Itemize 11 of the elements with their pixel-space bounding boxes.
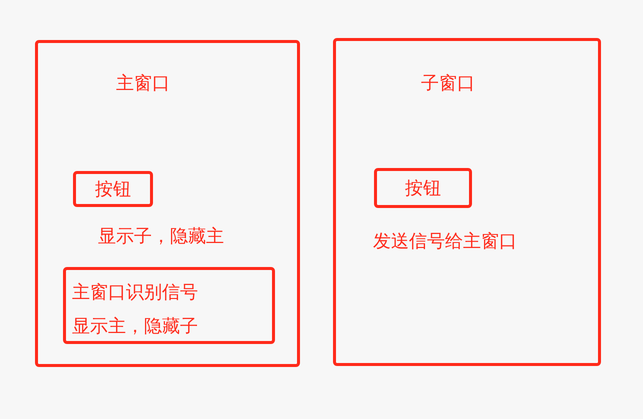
window-panel xyxy=(35,40,300,367)
window-panel xyxy=(333,38,601,366)
signal-box xyxy=(63,267,275,344)
note-text: 主窗口识别信号 xyxy=(72,282,198,304)
action-text: 显示子，隐藏主 xyxy=(98,226,224,248)
window-title: 主窗口 xyxy=(116,73,170,95)
button: 按钮 xyxy=(73,171,153,207)
button: 按钮 xyxy=(374,168,472,208)
window-title: 子窗口 xyxy=(421,73,475,95)
note-text: 显示主，隐藏子 xyxy=(72,316,198,338)
action-text: 发送信号给主窗口 xyxy=(373,231,517,253)
